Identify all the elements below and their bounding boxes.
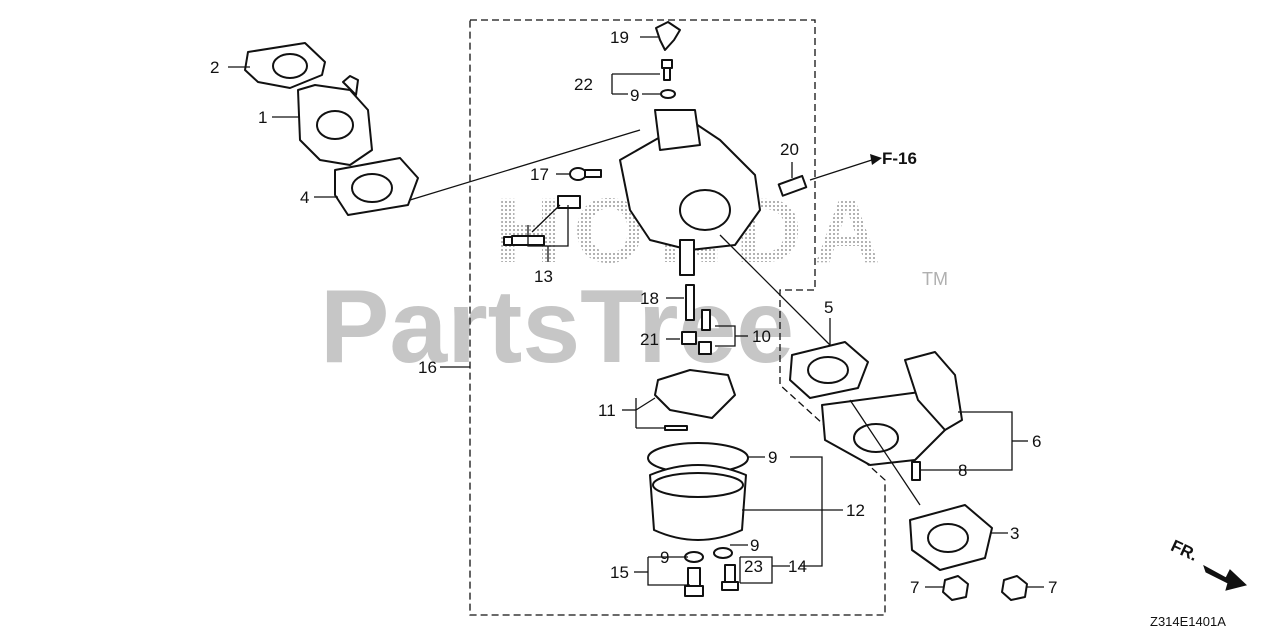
callout-22: 22 — [574, 75, 593, 94]
carburetor-body — [619, 109, 761, 276]
callout-4: 4 — [300, 188, 309, 207]
reference-label: F-16 — [882, 149, 917, 168]
part-12-float-bowl — [647, 442, 749, 541]
callout-21: 21 — [640, 330, 659, 349]
callout-3: 3 — [1010, 524, 1019, 543]
assembly-boundary — [469, 19, 886, 616]
callout-11: 11 — [598, 401, 616, 420]
callout-10: 10 — [752, 327, 771, 346]
part-4-gasket — [334, 157, 419, 216]
part-1-insulator — [297, 75, 373, 166]
part-15-bolt — [684, 567, 704, 597]
diagram-code: Z314E1401A — [1150, 614, 1226, 629]
callout-9-top: 9 — [630, 86, 639, 105]
callout-9-bowl: 9 — [768, 448, 777, 467]
leader-lines — [228, 36, 1044, 588]
front-label: FR. — [1168, 536, 1201, 565]
callout-23: 23 — [744, 557, 763, 576]
part-23-screw — [721, 564, 739, 591]
callout-7-left: 7 — [910, 578, 919, 597]
part-3-gasket — [909, 504, 993, 571]
part-22-screw — [661, 59, 673, 81]
callout-9-right: 9 — [750, 536, 759, 555]
part-7-nut-right — [1001, 575, 1028, 601]
front-direction-indicator: FR. — [1168, 536, 1248, 591]
callout-20: 20 — [780, 140, 799, 159]
part-7-nut-left — [942, 575, 969, 601]
callout-9-left: 9 — [660, 548, 669, 567]
part-9-washer-right — [713, 547, 733, 559]
callout-13: 13 — [534, 267, 553, 286]
part-17-screw — [569, 167, 602, 181]
part-20-spring — [777, 174, 808, 197]
callout-16: 16 — [418, 358, 437, 377]
callout-12: 12 — [846, 501, 865, 520]
part-11-float — [654, 369, 736, 431]
part-19-cap — [655, 21, 681, 51]
watermark-trademark: TM — [922, 269, 948, 289]
part-8-pin — [911, 461, 921, 481]
front-arrow-icon — [1203, 564, 1248, 591]
callout-5: 5 — [824, 298, 833, 317]
callout-19: 19 — [610, 28, 629, 47]
callout-17: 17 — [530, 165, 549, 184]
part-9-washer-top — [660, 89, 676, 99]
watermark-site: PartsTree — [320, 269, 794, 385]
part-10-jet — [698, 309, 712, 355]
part-6-plate — [821, 351, 963, 466]
part-18-float-valve — [681, 284, 697, 345]
callout-14: 14 — [788, 557, 807, 576]
callout-1: 1 — [258, 108, 267, 127]
callout-15: 15 — [610, 563, 629, 582]
callout-18: 18 — [640, 289, 659, 308]
part-5-gasket — [789, 341, 869, 399]
callout-8: 8 — [958, 461, 967, 480]
part-2-gasket — [244, 42, 326, 89]
callouts: 2 1 4 19 22 9 17 13 20 18 21 10 11 16 5 … — [210, 28, 1057, 597]
callout-6: 6 — [1032, 432, 1041, 451]
callout-7-right: 7 — [1048, 578, 1057, 597]
callout-2: 2 — [210, 58, 219, 77]
